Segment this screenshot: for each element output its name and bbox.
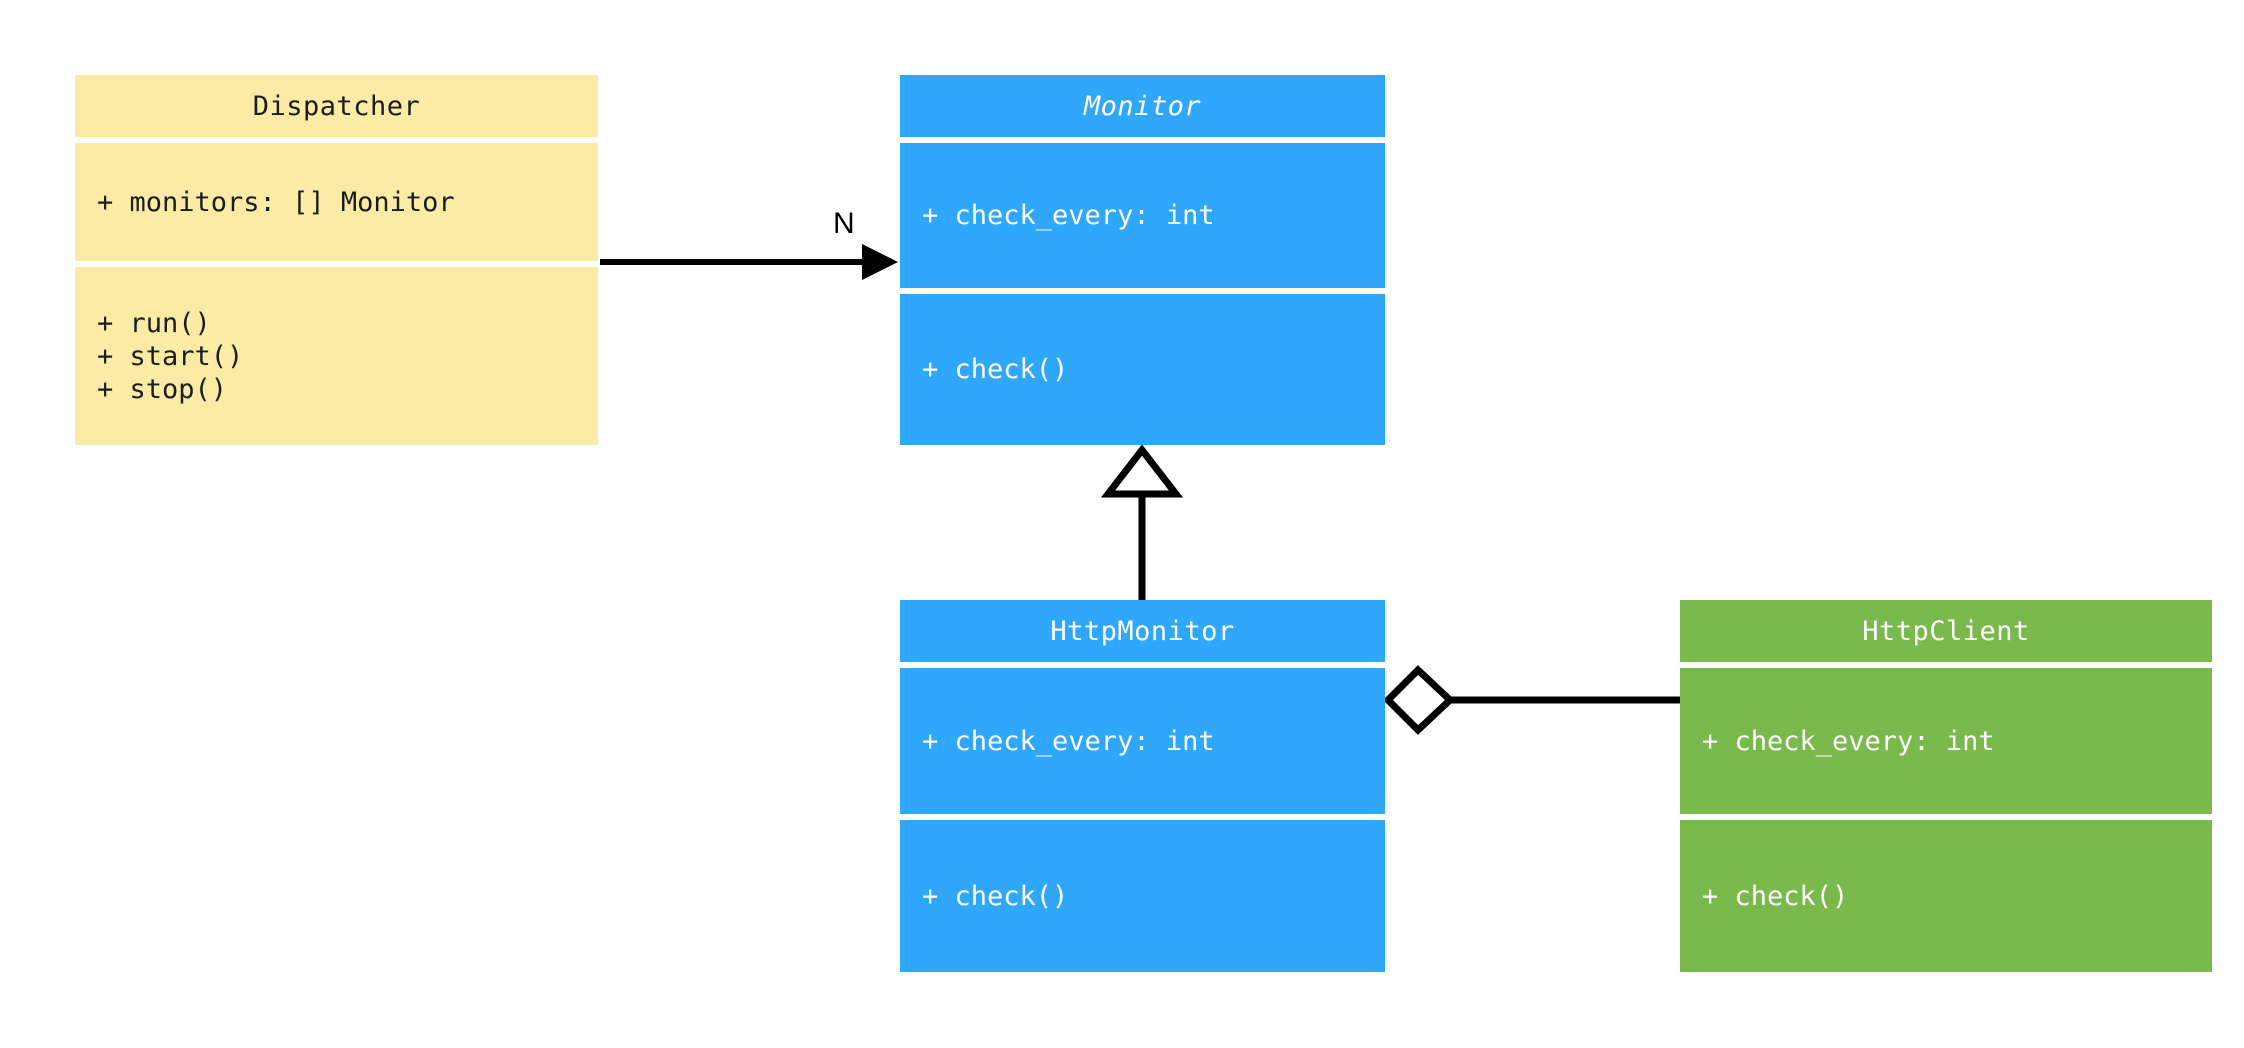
method-row: + run(): [97, 307, 211, 339]
class-name-monitor: Monitor: [900, 75, 1385, 137]
class-name-httpmonitor: HttpMonitor: [900, 600, 1385, 662]
class-box-httpmonitor[interactable]: HttpMonitor + check_every: int + check(): [900, 600, 1385, 972]
methods-compartment-httpmonitor: + check(): [900, 820, 1385, 972]
method-row: + start(): [97, 340, 244, 372]
attribute-row: + check_every: int: [1702, 725, 1995, 757]
attributes-compartment-httpclient: + check_every: int: [1680, 668, 2212, 814]
class-name-httpclient: HttpClient: [1680, 600, 2212, 662]
class-box-dispatcher[interactable]: Dispatcher + monitors: [] Monitor + run(…: [75, 75, 598, 445]
attribute-row: + check_every: int: [922, 725, 1215, 757]
method-row: + check(): [922, 880, 1069, 912]
edge-httpmonitor-to-httpclient: [1383, 665, 1680, 735]
methods-compartment-monitor: + check(): [900, 294, 1385, 445]
methods-compartment-dispatcher: + run() + start() + stop(): [75, 267, 598, 445]
attributes-compartment-monitor: + check_every: int: [900, 143, 1385, 288]
method-row: + check(): [1702, 880, 1849, 912]
association-multiplicity-label: N: [833, 207, 855, 240]
class-name-dispatcher: Dispatcher: [75, 75, 598, 137]
attributes-compartment-httpmonitor: + check_every: int: [900, 668, 1385, 814]
filled-arrow-head-icon: [862, 244, 898, 280]
hollow-diamond-arrow-head-icon: [1383, 665, 1456, 735]
methods-compartment-httpclient: + check(): [1680, 820, 2212, 972]
edge-httpmonitor-to-monitor: [1100, 444, 1184, 600]
method-row: + stop(): [97, 373, 228, 405]
hollow-triangle-arrow-head-icon: [1100, 444, 1184, 498]
class-box-monitor[interactable]: Monitor + check_every: int + check(): [900, 75, 1385, 445]
edge-dispatcher-to-monitor: [600, 244, 898, 280]
attribute-row: + check_every: int: [922, 200, 1215, 231]
attributes-compartment-dispatcher: + monitors: [] Monitor: [75, 143, 598, 261]
class-box-httpclient[interactable]: HttpClient + check_every: int + check(): [1680, 600, 2212, 972]
attribute-row: + monitors: [] Monitor: [97, 186, 455, 218]
method-row: + check(): [922, 354, 1069, 385]
